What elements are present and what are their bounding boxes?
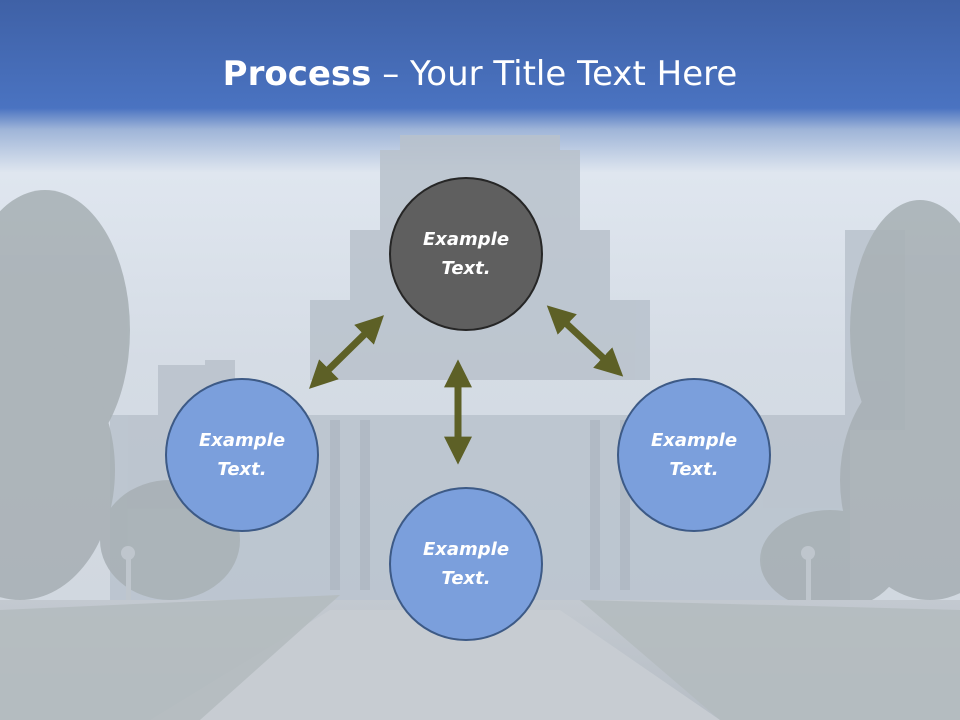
node-top-line2: Text. xyxy=(441,258,491,279)
node-top: Example Text. xyxy=(389,177,543,331)
node-top-line1: Example xyxy=(422,229,510,250)
trees-left xyxy=(0,190,240,600)
title-separator: – xyxy=(371,54,411,94)
trees-right xyxy=(760,200,960,610)
node-left-line2: Text. xyxy=(217,459,267,480)
building-columns xyxy=(330,420,630,590)
lamp-posts xyxy=(121,546,815,600)
arrow-top-right xyxy=(546,305,624,377)
node-right-line1: Example xyxy=(650,430,738,451)
node-right-line2: Text. xyxy=(669,459,719,480)
title-bold-text: Process xyxy=(222,54,372,94)
node-bottom: Example Text. xyxy=(389,487,543,641)
node-right: Example Text. xyxy=(617,378,771,532)
title-rest-text: Your Title Text Here xyxy=(410,54,738,94)
node-bottom-line2: Text. xyxy=(441,568,491,589)
slide-title: Process – Your Title Text Here xyxy=(0,52,960,96)
node-left-line1: Example xyxy=(198,430,286,451)
arrow-top-left xyxy=(309,315,384,389)
node-left: Example Text. xyxy=(165,378,319,532)
node-bottom-line1: Example xyxy=(422,539,510,560)
